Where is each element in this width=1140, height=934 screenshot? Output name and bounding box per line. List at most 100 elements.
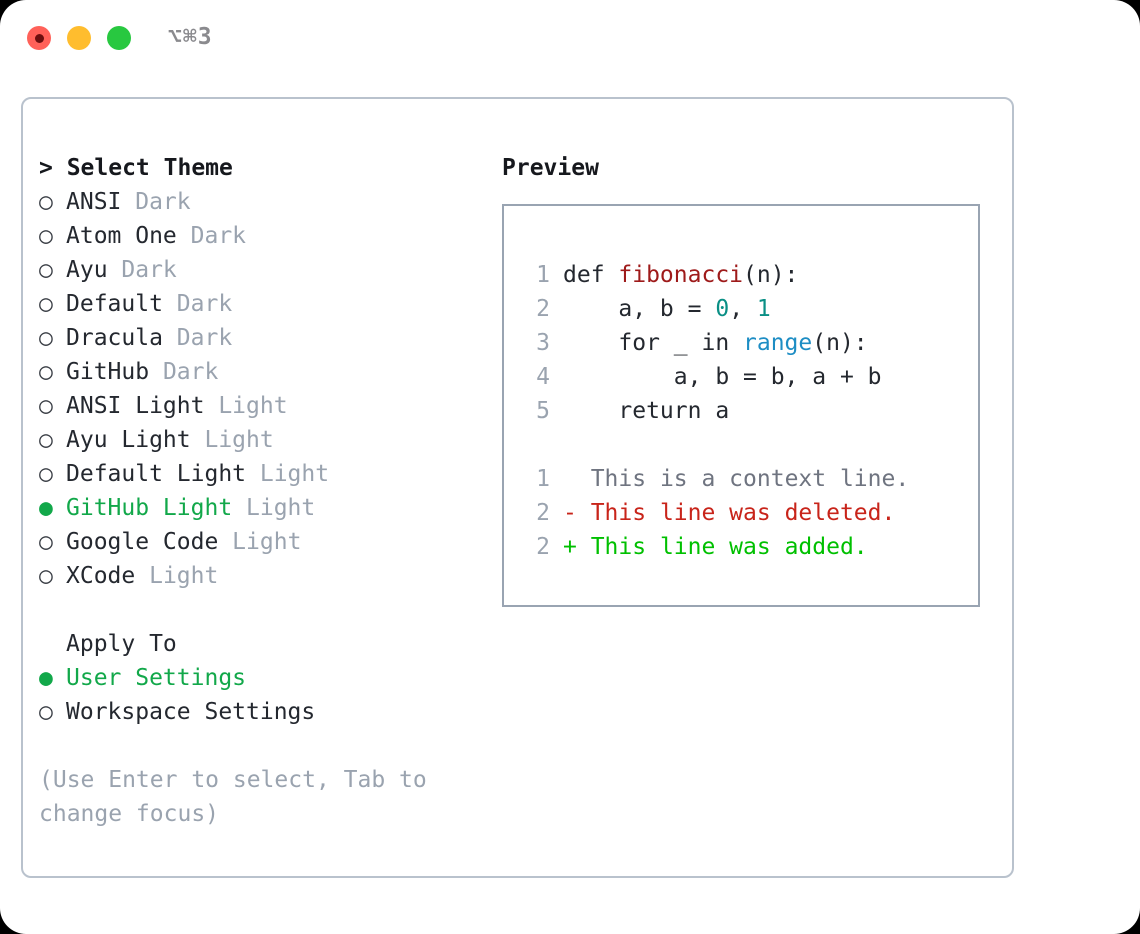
- code-token: for _ in: [618, 330, 744, 356]
- minimize-button[interactable]: [67, 26, 91, 50]
- diff-line-add: 2+ This line was added.: [504, 530, 978, 564]
- spacer: [39, 729, 489, 763]
- theme-option-github[interactable]: ○ GitHub Dark: [39, 355, 489, 389]
- apply-to-option-workspace-settings[interactable]: ○ Workspace Settings: [39, 695, 489, 729]
- theme-option-label: ANSI: [66, 189, 122, 215]
- spacer: [39, 593, 489, 627]
- radio-unselected-icon: ○: [39, 461, 53, 487]
- main-panel: > Select Theme ○ANSI Dark○Atom One Dark○…: [21, 97, 1014, 878]
- code-token: (n):: [743, 262, 799, 288]
- theme-option-label: ANSI Light: [66, 393, 205, 419]
- theme-option-variant: Dark: [121, 189, 191, 215]
- theme-option-ansi-light[interactable]: ○ ANSI Light Light: [39, 389, 489, 423]
- radio-unselected-icon: ○: [39, 699, 53, 725]
- code-content: a, b = 0, 1: [563, 292, 771, 326]
- theme-option-atom-one[interactable]: ○ Atom One Dark: [39, 219, 489, 253]
- theme-option-variant: Light: [218, 529, 302, 555]
- theme-option-label: Google Code: [66, 529, 219, 555]
- keyboard-hint-text: (Use Enter to select, Tab to change focu…: [39, 767, 441, 827]
- radio-unselected-icon: ○: [39, 563, 53, 589]
- code-line: 2 a, b = 0, 1: [504, 292, 978, 326]
- theme-option-default[interactable]: ○ Default Dark: [39, 287, 489, 321]
- title-bar: ⌥⌘3: [0, 0, 1140, 78]
- code-line: 1 def fibonacci(n):: [504, 258, 978, 292]
- line-number: 4: [536, 364, 550, 390]
- theme-option-variant: Dark: [176, 223, 247, 249]
- code-token: 0: [715, 296, 730, 322]
- code-line: 4 a, b = b, a + b: [504, 360, 978, 394]
- theme-option-dracula[interactable]: ○Dracula Dark: [39, 321, 489, 355]
- code-line: 5 return a: [504, 394, 978, 428]
- line-number: 2: [536, 500, 550, 526]
- theme-option-label: Ayu Light: [66, 427, 191, 453]
- theme-option-google-code[interactable]: ○Google Code Light: [39, 525, 489, 559]
- code-content: for _ in range(n):: [563, 326, 867, 360]
- spacer: [504, 428, 978, 462]
- theme-option-label: Ayu: [66, 257, 108, 283]
- code-token: a, b =: [618, 296, 716, 322]
- theme-list: ○ ANSI Dark ○ Atom One Dark ○ Ayu Dark ○ Defaul…: [39, 185, 489, 593]
- theme-option-ayu-light[interactable]: ○ Ayu Light Light: [39, 423, 489, 457]
- line-number: 1: [536, 262, 550, 288]
- close-button[interactable]: [27, 26, 51, 50]
- radio-unselected-icon: ○: [39, 393, 53, 419]
- radio-selected-icon: ●: [39, 495, 53, 521]
- line-number: 2: [536, 534, 550, 560]
- radio-unselected-icon: ○: [39, 189, 53, 215]
- theme-option-label: Dracula: [66, 325, 163, 351]
- select-theme-heading: > Select Theme: [39, 155, 233, 181]
- radio-unselected-icon: ○: [39, 359, 53, 385]
- code-content: def fibonacci(n):: [563, 258, 798, 292]
- theme-option-variant: Dark: [162, 291, 233, 317]
- theme-option-variant: Light: [135, 563, 219, 589]
- code-token: 1: [756, 296, 771, 322]
- theme-option-github-light[interactable]: ● GitHub Light Light: [39, 491, 489, 525]
- line-number: 5: [536, 398, 550, 424]
- apply-to-option-label: Workspace Settings: [66, 699, 316, 725]
- diff-text: This line was added.: [590, 534, 868, 560]
- code-token: return a: [618, 398, 730, 424]
- theme-option-variant: Light: [232, 495, 316, 521]
- theme-option-xcode[interactable]: ○ XCode Light: [39, 559, 489, 593]
- theme-option-variant: Dark: [149, 359, 219, 385]
- theme-option-ayu[interactable]: ○Ayu Dark: [39, 253, 489, 287]
- theme-option-label: Default Light: [66, 461, 247, 487]
- theme-option-label: XCode: [66, 563, 136, 589]
- radio-unselected-icon: ○: [39, 223, 53, 249]
- code-token: a, b = b, a + b: [673, 364, 882, 390]
- apply-to-list: ●User Settings ○ Workspace Settings: [39, 661, 489, 729]
- diff-line-del: 2- This line was deleted.: [504, 496, 978, 530]
- diff-sample: 1 This is a context line.2- This line wa…: [504, 462, 978, 564]
- theme-option-variant: Light: [204, 393, 288, 419]
- code-token: ,: [729, 296, 757, 322]
- code-content: a, b = b, a + b: [563, 360, 882, 394]
- theme-option-variant: Dark: [162, 325, 233, 351]
- traffic-light-group: [27, 26, 131, 50]
- theme-option-label: Atom One: [66, 223, 177, 249]
- maximize-button[interactable]: [107, 26, 131, 50]
- radio-unselected-icon: ○: [39, 427, 53, 453]
- code-line: 3 for _ in range(n):: [504, 326, 978, 360]
- radio-unselected-icon: ○: [39, 257, 53, 283]
- apply-to-option-user-settings[interactable]: ●User Settings: [39, 661, 489, 695]
- theme-option-variant: Light: [246, 461, 330, 487]
- theme-option-label: GitHub Light: [66, 495, 233, 521]
- radio-selected-icon: ●: [39, 665, 53, 691]
- code-token: range: [743, 330, 813, 356]
- diff-line-ctx: 1 This is a context line.: [504, 462, 978, 496]
- code-token: def: [563, 262, 619, 288]
- theme-selection-column: > Select Theme ○ANSI Dark○Atom One Dark○…: [39, 151, 489, 831]
- keyboard-shortcut-label: ⌥⌘3: [168, 24, 213, 50]
- theme-option-variant: Light: [190, 427, 274, 453]
- line-number: 1: [536, 466, 550, 492]
- theme-option-label: Default: [66, 291, 163, 317]
- radio-unselected-icon: ○: [39, 291, 53, 317]
- theme-option-default-light[interactable]: ○ Default Light Light: [39, 457, 489, 491]
- theme-option-ansi[interactable]: ○ ANSI Dark: [39, 185, 489, 219]
- diff-text: This line was deleted.: [590, 500, 896, 526]
- theme-option-label: GitHub: [66, 359, 150, 385]
